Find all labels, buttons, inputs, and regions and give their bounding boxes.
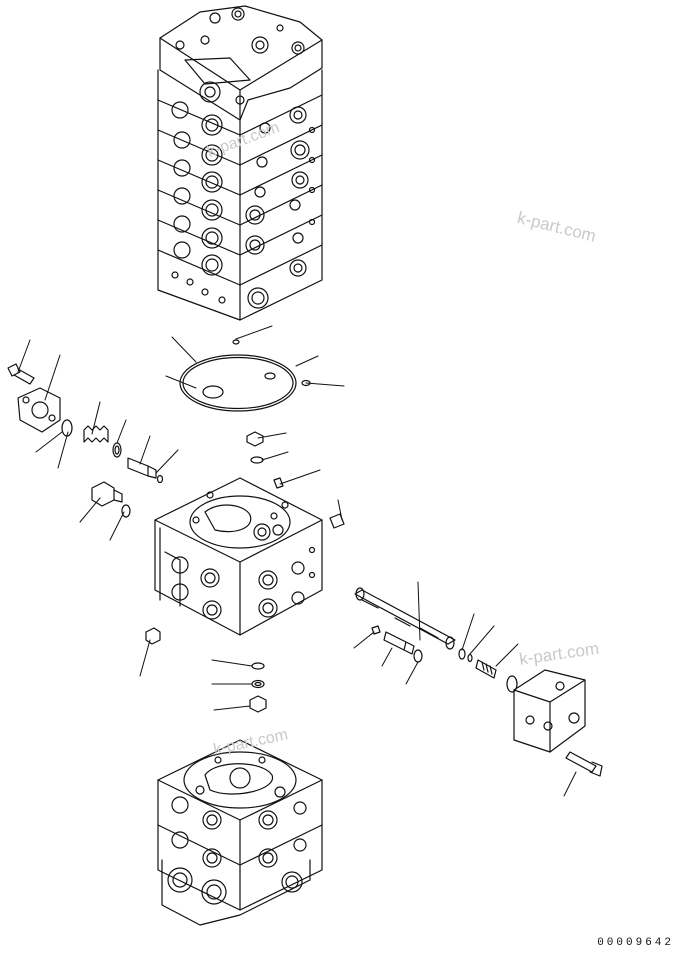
spool-assembly [354,587,518,693]
end-cap [513,669,603,777]
upper-valve-stack [157,5,323,321]
leader-lines [17,325,577,797]
middle-valve-section [154,431,345,713]
drawing-number: 00009642 [597,937,674,949]
lower-valve-section [157,739,323,926]
left-relief-parts [7,363,164,645]
separator-plate [179,339,311,412]
